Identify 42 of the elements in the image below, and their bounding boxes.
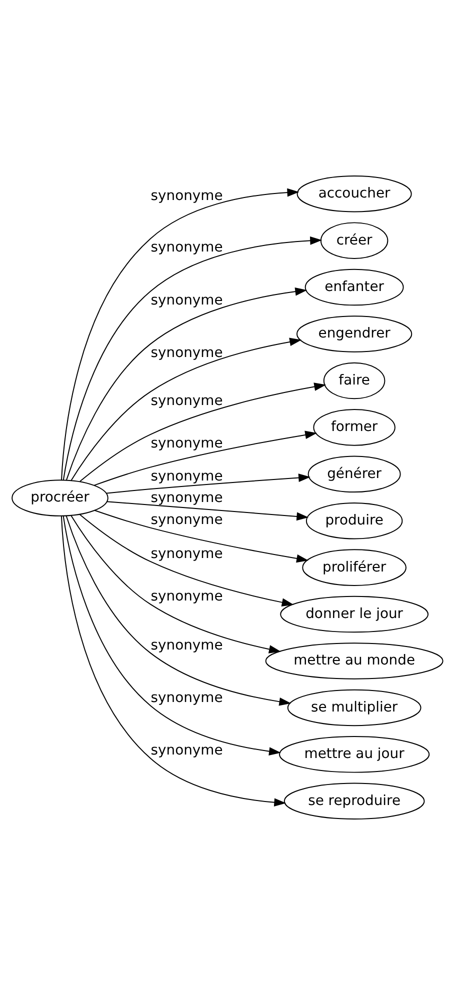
- edge-label: synonyme: [150, 490, 223, 506]
- node-ellipse: créer: [320, 222, 388, 259]
- node-ellipse: générer: [308, 456, 401, 493]
- edge-label: synonyme: [150, 436, 223, 452]
- edge-label: synonyme: [150, 468, 223, 484]
- arrow: [79, 514, 294, 606]
- node-ellipse: mettre au jour: [278, 736, 430, 773]
- edge-label: synonyme: [150, 742, 223, 759]
- arrow: [94, 510, 309, 563]
- edge-label: synonyme: [150, 690, 223, 706]
- edge-label: synonyme: [150, 588, 223, 605]
- node-ellipse: proliférer: [302, 549, 406, 586]
- node-ellipse: procréer: [12, 480, 108, 516]
- node-ellipse: mettre au monde: [265, 642, 444, 680]
- arrow: [62, 515, 281, 756]
- node-ellipse: former: [313, 409, 396, 446]
- edge-label: synonyme: [150, 292, 223, 308]
- edge-label: synonyme: [150, 546, 223, 562]
- node-ellipse: se multiplier: [287, 689, 422, 726]
- arrow: [106, 474, 310, 494]
- arrow: [62, 236, 322, 480]
- edge-label: synonyme: [150, 188, 223, 204]
- arrow: [66, 515, 292, 706]
- node-ellipse: enfanter: [304, 268, 404, 306]
- arrow: [106, 501, 309, 521]
- node-ellipse: accoucher: [296, 175, 412, 212]
- edge-label: synonyme: [150, 345, 223, 362]
- node-ellipse: produire: [306, 502, 403, 540]
- arrow: [60, 516, 286, 807]
- arrow: [61, 188, 300, 480]
- arrow: [70, 515, 281, 654]
- arrow: [66, 287, 308, 481]
- arrow: [79, 382, 326, 482]
- arrow: [94, 430, 318, 486]
- edge-label: synonyme: [150, 637, 223, 654]
- edge-label: synonyme: [150, 392, 223, 409]
- node-ellipse: se reproduire: [284, 782, 425, 820]
- arrow: [70, 338, 302, 482]
- edge-label: synonyme: [150, 240, 223, 256]
- node-ellipse: faire: [323, 362, 386, 400]
- node-ellipse: engendrer: [296, 316, 412, 352]
- edge-label: synonyme: [150, 512, 223, 528]
